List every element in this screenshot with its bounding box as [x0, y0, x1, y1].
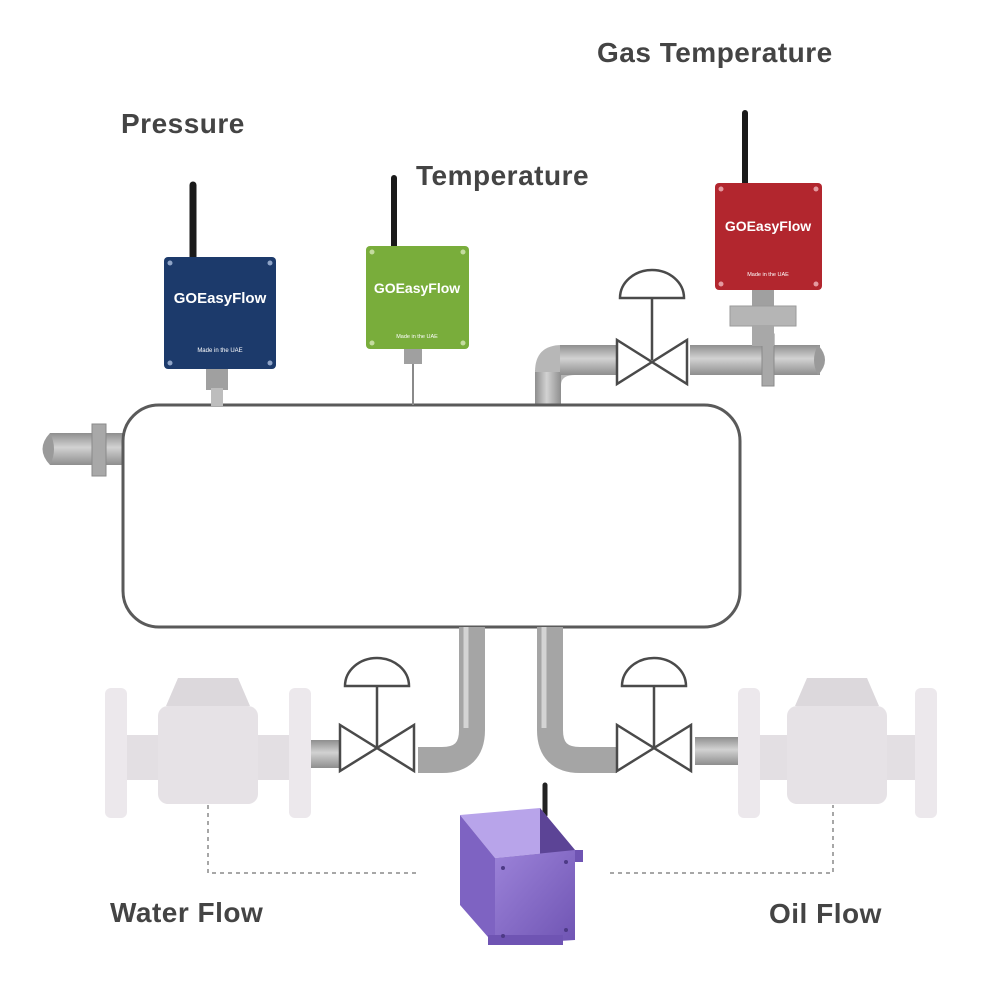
water-control-valve — [338, 656, 416, 774]
oil-control-valve — [615, 656, 693, 774]
gas-control-valve — [615, 268, 689, 387]
inlet-pipe — [42, 423, 125, 477]
signal-lines — [207, 805, 834, 874]
label-oil-flow: Oil Flow — [769, 898, 882, 929]
label-gas-temperature: Gas Temperature — [597, 37, 833, 68]
temperature-device-body — [366, 246, 469, 349]
temperature-device-brand: GOEasyFlow — [374, 280, 460, 296]
label-pressure: Pressure — [121, 108, 245, 139]
gas-temperature-device-body — [715, 183, 822, 290]
gas-outlet-pipe — [535, 333, 825, 406]
temperature-device-made-in: Made in the UAE — [396, 334, 438, 340]
water-outlet-pipe — [310, 627, 485, 773]
wireless-gateway — [460, 782, 583, 945]
temperature-transmitter: GOEasyFlow Made in the UAE — [366, 175, 469, 405]
pressure-transmitter: GOEasyFlow Made in the UAE — [164, 181, 276, 406]
separator-vessel — [121, 403, 742, 629]
pressure-device-body — [164, 257, 276, 369]
gas-temperature-device-made-in: Made in the UAE — [747, 272, 789, 278]
water-flow-meter — [105, 678, 311, 818]
pressure-device-brand: GOEasyFlow — [174, 290, 267, 307]
label-water-flow: Water Flow — [110, 897, 264, 928]
oil-flow-meter — [738, 678, 937, 818]
oil-outlet-pipe — [537, 627, 740, 773]
gas-temperature-transmitter: GOEasyFlow Made in the UAE — [715, 110, 822, 346]
gas-temperature-device-brand: GOEasyFlow — [725, 218, 811, 234]
label-temperature: Temperature — [416, 160, 590, 191]
pressure-device-made-in: Made in the UAE — [197, 348, 242, 354]
